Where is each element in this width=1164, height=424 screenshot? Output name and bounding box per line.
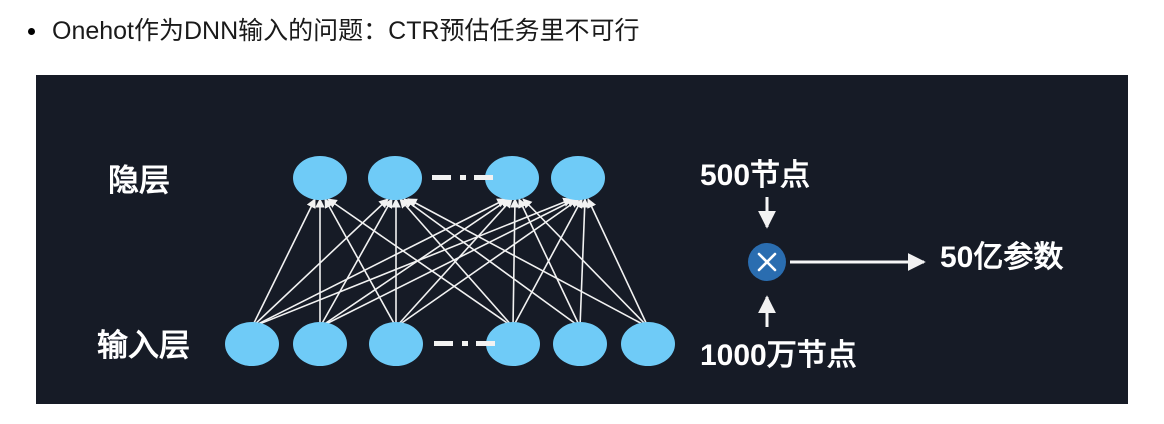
bullet-marker-icon (28, 27, 35, 35)
neural-network-diagram: 隐层 输入层 500节点 1000万节点 50亿参数 (97, 156, 1064, 372)
input-layer-ellipsis-icon (434, 341, 495, 346)
input-node (621, 322, 675, 366)
multiply-operator-icon (748, 243, 786, 281)
parameter-calculation-group: 500节点 1000万节点 50亿参数 (700, 159, 1064, 372)
input-node (225, 322, 279, 366)
hidden-node (551, 156, 605, 200)
input-layer-nodes (225, 322, 675, 366)
bullet-text: Onehot作为DNN输入的问题：CTR预估任务里不可行 (52, 17, 640, 45)
diagram-panel: 隐层 输入层 500节点 1000万节点 50亿参数 (36, 75, 1128, 404)
hidden-node (368, 156, 422, 200)
input-node (486, 322, 540, 366)
hidden-layer-nodes (293, 156, 605, 200)
hidden-layer-label: 隐层 (108, 163, 170, 198)
bullet-line: Onehot作为DNN输入的问题：CTR预估任务里不可行 (28, 10, 1128, 52)
hidden-node (293, 156, 347, 200)
input-layer-label: 输入层 (97, 328, 190, 363)
input-node (369, 322, 423, 366)
input-node (293, 322, 347, 366)
top-operand-label: 500节点 (700, 159, 810, 192)
bottom-operand-label: 1000万节点 (700, 339, 857, 372)
network-edges (251, 197, 649, 328)
hidden-layer-ellipsis-icon (432, 175, 493, 180)
input-node (553, 322, 607, 366)
hidden-node (485, 156, 539, 200)
result-label: 50亿参数 (940, 241, 1064, 274)
